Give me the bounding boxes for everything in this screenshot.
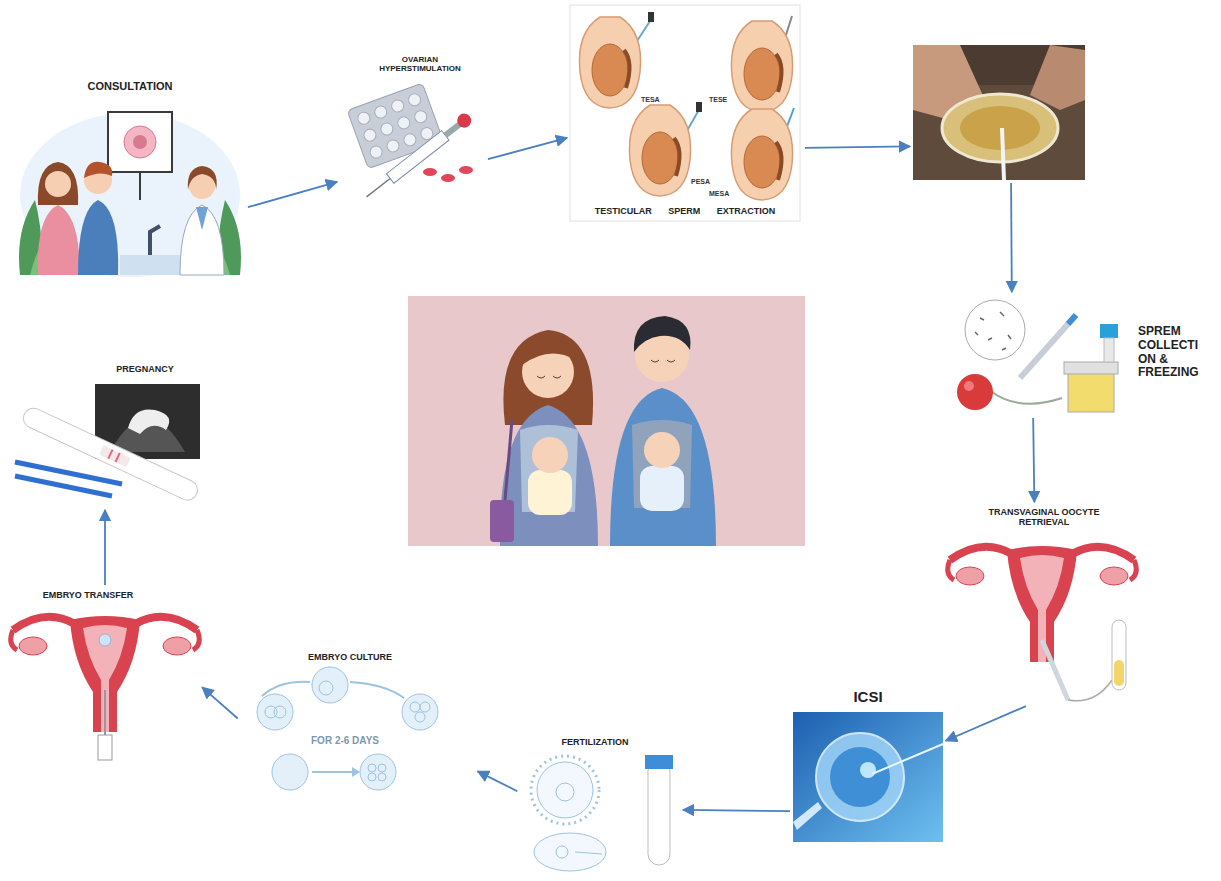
step-label: EMBRYO TRANSFER bbox=[28, 590, 148, 600]
method-label: TESA bbox=[640, 96, 661, 104]
consultation-art bbox=[19, 112, 241, 277]
step-label: ICSI bbox=[843, 688, 893, 705]
step-label: EMBRYO CULTURE bbox=[295, 652, 405, 662]
flow-arrow bbox=[1033, 418, 1034, 502]
lab-photo bbox=[913, 45, 1085, 180]
step-node: EMBRYO CULTURE FOR 2-6 DAYS bbox=[240, 650, 475, 800]
transfer-art bbox=[11, 616, 200, 760]
step-node: OVARIAN HYPERSTIMULATION bbox=[340, 55, 485, 195]
flow-arrow bbox=[488, 138, 567, 159]
collection-art bbox=[957, 300, 1118, 412]
testis-panel-art bbox=[570, 5, 800, 221]
pills-syringe-art bbox=[347, 83, 474, 202]
step-node bbox=[913, 45, 1085, 180]
step-node: SPREM COLLECTI ON & FREEZING bbox=[948, 295, 1214, 415]
icsi-art bbox=[793, 712, 943, 842]
culture-art bbox=[257, 667, 438, 790]
flow-arrow bbox=[104, 510, 106, 585]
fertilization-art bbox=[531, 755, 673, 871]
flow-arrow bbox=[248, 182, 337, 207]
step-label: CONSULTATION bbox=[60, 80, 200, 93]
step-node: PREGNANCY bbox=[10, 362, 200, 507]
step-label: FERTILIZATION bbox=[540, 737, 650, 747]
step-label: TESTICULAR SPERM EXTRACTION bbox=[570, 206, 800, 216]
step-node: EMBRYO TRANSFER bbox=[10, 588, 200, 765]
flow-arrow bbox=[946, 706, 1026, 741]
step-node: CONSULTATION bbox=[15, 78, 245, 278]
step-label: OVARIAN HYPERSTIMULATION bbox=[365, 55, 475, 73]
step-label: SPREM COLLECTI ON & FREEZING bbox=[1138, 325, 1212, 380]
retrieval-art bbox=[948, 546, 1137, 701]
method-label: PESA bbox=[690, 178, 711, 186]
step-node: TRANSVAGINAL OOCYTE RETRIEVAL bbox=[948, 505, 1140, 705]
flow-arrow bbox=[202, 687, 237, 718]
flow-arrow bbox=[1010, 183, 1013, 292]
step-node: TESTICULAR SPERM EXTRACTION bbox=[570, 5, 802, 225]
method-label: MESA bbox=[708, 190, 730, 198]
step-node: ICSI bbox=[793, 688, 943, 842]
step-label: TRANSVAGINAL OOCYTE RETRIEVAL bbox=[988, 507, 1100, 528]
family-picture bbox=[408, 296, 805, 546]
method-label: TESE bbox=[708, 96, 728, 104]
step-node: FERTILIZATION bbox=[520, 735, 680, 879]
flow-arrow bbox=[478, 771, 518, 791]
pregnancy-art bbox=[15, 384, 201, 503]
step-note: FOR 2-6 DAYS bbox=[290, 735, 400, 747]
flow-arrow bbox=[683, 810, 790, 811]
step-label: PREGNANCY bbox=[100, 364, 190, 374]
flow-arrow bbox=[805, 146, 910, 148]
